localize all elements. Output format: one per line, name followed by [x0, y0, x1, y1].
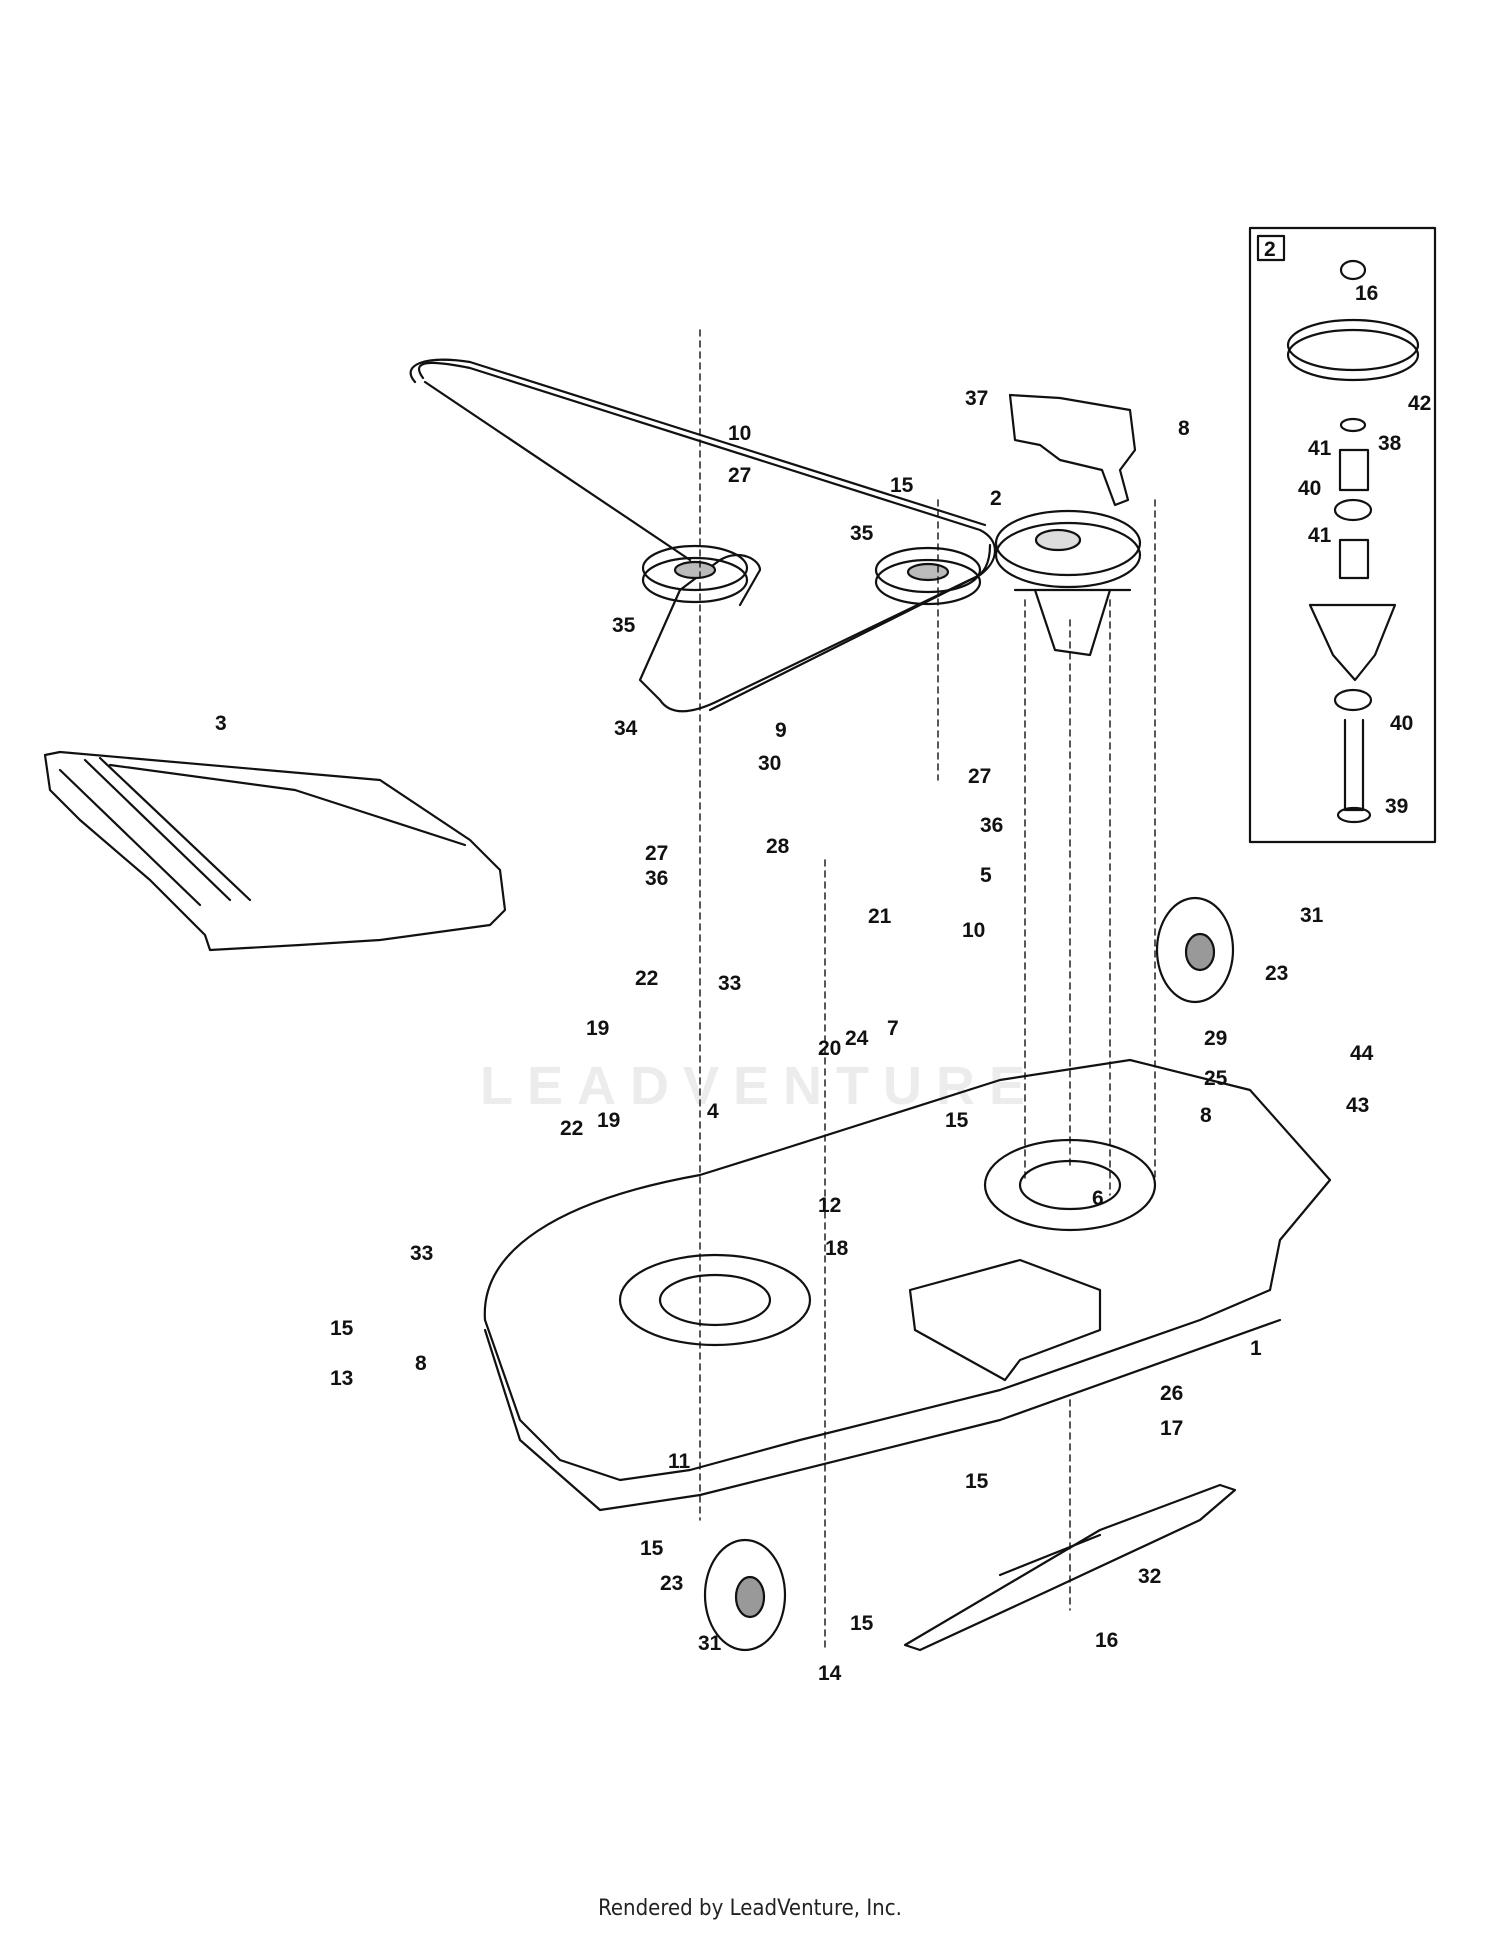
callout-37: 37 [965, 387, 988, 410]
callout-40: 40 [1298, 477, 1321, 500]
callout-19: 19 [597, 1109, 620, 1132]
callout-43: 43 [1346, 1094, 1369, 1117]
callout-11: 11 [668, 1450, 691, 1473]
callout-3: 3 [215, 712, 227, 735]
callout-6: 6 [1092, 1187, 1104, 1210]
callout-16: 16 [1095, 1629, 1118, 1652]
callout-35: 35 [612, 614, 636, 637]
callout-15: 15 [945, 1109, 969, 1132]
gauge-wheel-left [703, 1538, 787, 1652]
callout-14: 14 [818, 1662, 842, 1685]
callout-13: 13 [330, 1367, 353, 1390]
inset-label-box [1256, 234, 1286, 262]
callout-18: 18 [825, 1237, 849, 1260]
callout-17: 17 [1160, 1417, 1183, 1440]
mower-blade [903, 1483, 1237, 1652]
callout-44: 44 [1350, 1042, 1374, 1065]
deck-cover [43, 750, 507, 952]
callout-1: 1 [1250, 1337, 1262, 1360]
callout-8: 8 [1200, 1104, 1212, 1127]
footer-credit: Rendered by LeadVenture, Inc. [598, 1896, 902, 1921]
callout-15: 15 [640, 1537, 664, 1560]
inset-label: 2 [1264, 238, 1276, 261]
callout-36: 36 [980, 814, 1003, 837]
callout-41: 41 [1308, 437, 1332, 460]
callout-41: 41 [1308, 524, 1332, 547]
callout-23: 23 [1265, 962, 1288, 985]
callout-33: 33 [410, 1242, 433, 1265]
callout-19: 19 [586, 1017, 609, 1040]
callout-2: 2 [990, 487, 1002, 510]
callout-29: 29 [1204, 1027, 1227, 1050]
callout-5: 5 [980, 864, 992, 887]
callout-27: 27 [968, 765, 991, 788]
callout-27: 27 [645, 842, 668, 865]
callout-21: 21 [868, 905, 892, 928]
callout-26: 26 [1160, 1382, 1183, 1405]
gauge-wheel-right [1155, 896, 1235, 1004]
callout-31: 31 [698, 1632, 722, 1655]
idler-pulley-right [874, 546, 982, 606]
callout-10: 10 [728, 422, 751, 445]
callout-28: 28 [766, 835, 790, 858]
callout-40: 40 [1390, 712, 1413, 735]
deck-channel [908, 1258, 1102, 1382]
callout-30: 30 [758, 752, 781, 775]
callout-36: 36 [645, 867, 668, 890]
callout-22: 22 [635, 967, 658, 990]
callout-20: 20 [818, 1037, 841, 1060]
callout-22: 22 [560, 1117, 583, 1140]
callout-12: 12 [818, 1194, 841, 1217]
callout-16: 16 [1355, 282, 1378, 305]
callout-8: 8 [415, 1352, 427, 1375]
callout-15: 15 [890, 474, 914, 497]
callout-23: 23 [660, 1572, 683, 1595]
callout-34: 34 [614, 717, 638, 740]
callout-31: 31 [1300, 904, 1324, 927]
belt [409, 358, 996, 713]
callout-38: 38 [1378, 432, 1402, 455]
belt-guard [1008, 393, 1137, 507]
callout-33: 33 [718, 972, 741, 995]
idler-pulley-left [641, 544, 749, 604]
callout-10: 10 [962, 919, 985, 942]
callout-39: 39 [1385, 795, 1408, 818]
assembly-lines [699, 329, 1156, 1651]
callout-15: 15 [330, 1317, 354, 1340]
callout-15: 15 [850, 1612, 874, 1635]
watermark-text: LEADVENTURE [480, 1056, 1040, 1116]
callout-15: 15 [965, 1470, 989, 1493]
callout-7: 7 [887, 1017, 899, 1040]
callout-24: 24 [845, 1027, 869, 1050]
callout-42: 42 [1408, 392, 1431, 415]
spindle-assembly [994, 509, 1142, 657]
inset-spindle-parts [1286, 259, 1420, 824]
callout-32: 32 [1138, 1565, 1161, 1588]
callout-27: 27 [728, 464, 751, 487]
callout-4: 4 [707, 1100, 719, 1123]
callout-9: 9 [775, 719, 787, 742]
callout-35: 35 [850, 522, 874, 545]
callout-25: 25 [1204, 1067, 1228, 1090]
callout-8: 8 [1178, 417, 1190, 440]
inset-panel [1248, 226, 1437, 844]
